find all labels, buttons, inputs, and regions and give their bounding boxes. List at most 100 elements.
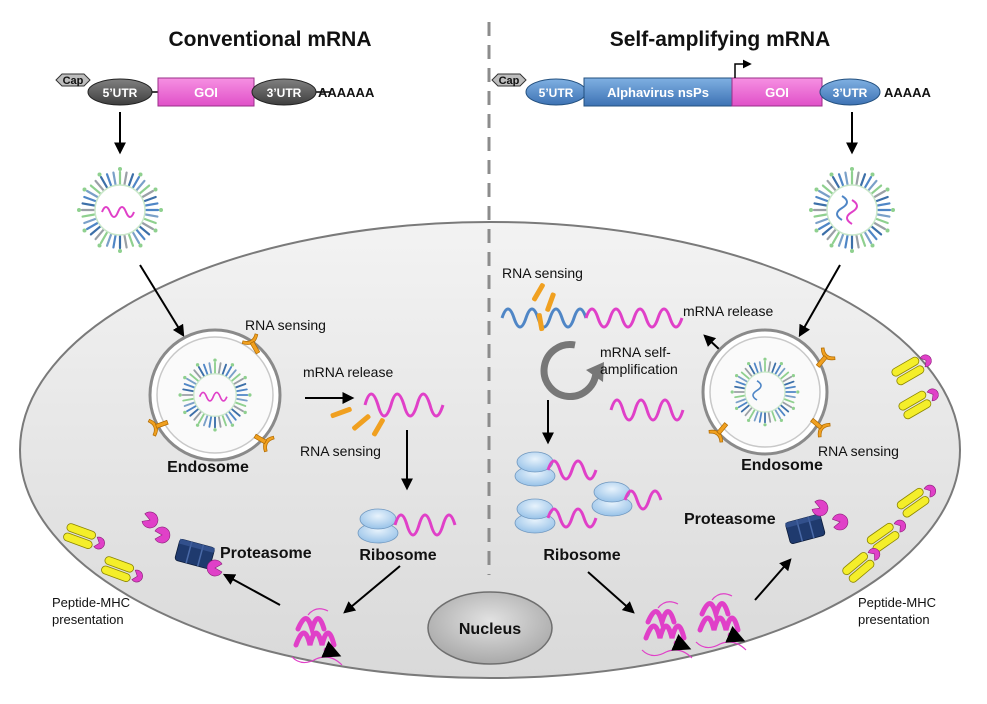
cap-shape — [491, 73, 527, 87]
lipid-spoke — [863, 175, 873, 189]
proteasome-label-left: Proteasome — [220, 545, 312, 562]
lipid-inner-ring — [193, 373, 237, 417]
lipid-head — [730, 390, 734, 394]
lipid-spoke — [99, 231, 109, 245]
lipid-spoke — [105, 173, 113, 187]
lipid-spoke — [225, 366, 233, 377]
lipid-spoke — [735, 380, 747, 386]
lipid-spoke — [105, 233, 113, 247]
lipid-spoke — [831, 231, 841, 245]
arrow-to-proteasome-left — [222, 573, 281, 606]
lipid-head — [829, 172, 834, 177]
lipid-spoke — [855, 234, 860, 249]
rna-sensor-cluster — [330, 406, 385, 437]
arrow-release-right — [703, 334, 721, 351]
rna-sensing-label-right-top: RNA sensing — [502, 265, 583, 281]
lipid-spoke — [186, 377, 197, 385]
utr5-label: 5’UTR — [103, 86, 138, 100]
lipid-head — [735, 374, 739, 378]
lipid-spoke — [826, 179, 837, 192]
lipid-spoke — [837, 173, 845, 187]
lipid-spoke — [783, 380, 795, 386]
lipid-spoke — [817, 221, 831, 231]
lipid-spoke — [217, 362, 222, 375]
lipid-spoke — [876, 202, 891, 207]
lipid-spoke — [141, 221, 155, 231]
lipid-head — [82, 187, 87, 192]
lipid-spoke — [228, 410, 237, 421]
mrna-release-label-right: mRNA release — [683, 303, 773, 319]
mrna-release-label-left: mRNA release — [303, 364, 393, 380]
lipid-head — [159, 208, 163, 212]
lipid-spoke — [225, 413, 233, 424]
lipid-spoke — [758, 411, 763, 423]
lipid-head — [138, 243, 143, 248]
lipid-spoke — [221, 414, 227, 427]
utr3-shape — [251, 78, 317, 106]
lipid-spoke — [228, 369, 237, 380]
lipid-spoke — [767, 361, 772, 373]
lipid-spoke — [233, 405, 244, 413]
lipid-spoke — [112, 171, 117, 186]
lipid-spoke — [123, 171, 128, 186]
lipid-spoke — [821, 184, 834, 195]
lipid-head — [779, 362, 783, 366]
lipid-spoke — [815, 217, 829, 225]
lipid-spoke — [782, 401, 793, 409]
lipid-head — [230, 423, 235, 427]
cap-label: Cap — [499, 75, 520, 87]
lipid-spoke — [85, 189, 99, 199]
lipid-spoke — [203, 363, 209, 376]
lipid-spoke — [83, 217, 97, 225]
lipid-spoke — [127, 233, 135, 247]
nucleus — [427, 591, 553, 665]
translating-mrna-right — [546, 459, 598, 481]
proteasome-label-right: Proteasome — [684, 511, 776, 528]
nsps-label: Alphavirus nsPs — [607, 85, 709, 100]
lipid-spoke — [758, 361, 763, 373]
endosome-label-right: Endosome — [741, 457, 823, 474]
lipid-spoke — [189, 408, 200, 417]
lipid-spoke — [771, 410, 777, 422]
lipid-spoke — [734, 385, 746, 390]
lipid-spoke — [138, 184, 151, 195]
lipid-spoke — [197, 366, 205, 377]
lipid-head — [814, 187, 819, 192]
utr3-shape — [819, 78, 881, 106]
lipid-spoke — [135, 179, 146, 192]
self-amp-label-1: mRNA self- — [600, 344, 671, 360]
lipid-spoke — [141, 189, 155, 199]
lipid-spoke — [144, 213, 159, 218]
lipid-nanoparticle-right — [809, 167, 895, 253]
released-mrna-left — [363, 392, 445, 418]
peptide-mhc-right-2: presentation — [858, 612, 930, 627]
lipid-head — [82, 228, 87, 233]
lipid-spoke — [774, 409, 782, 420]
lipid-spoke — [135, 228, 146, 241]
utr5-label: 5’UTR — [539, 86, 574, 100]
lipid-spoke — [735, 398, 747, 404]
lipid-spoke — [859, 233, 867, 247]
endosome-right — [701, 328, 829, 456]
conventional-mrna-construct: Cap 5’UTR GOI 3’UTR AAAAAA — [55, 73, 375, 107]
lipid-spoke — [131, 231, 141, 245]
lipid-head — [243, 375, 247, 380]
lipid-head — [850, 249, 854, 253]
lipid-spoke — [875, 195, 889, 203]
amplification-cycle-arrow — [540, 341, 600, 400]
lipid-spoke — [813, 202, 828, 207]
subgenomic-promoter-arrow — [734, 59, 752, 78]
peptide-mhc-left-2: presentation — [52, 612, 124, 627]
lipid-spoke — [737, 401, 748, 409]
lipid-head — [747, 362, 751, 366]
translating-mrna-right — [623, 489, 663, 511]
arrow-to-protein-right — [587, 571, 635, 614]
goi-label: GOI — [765, 85, 789, 100]
lipid-head — [230, 363, 235, 367]
lipid-spoke — [748, 409, 756, 420]
lipid-head — [118, 167, 122, 171]
goi-label: GOI — [194, 85, 218, 100]
lipid-spoke — [85, 221, 99, 231]
lipid-spoke — [740, 371, 750, 380]
